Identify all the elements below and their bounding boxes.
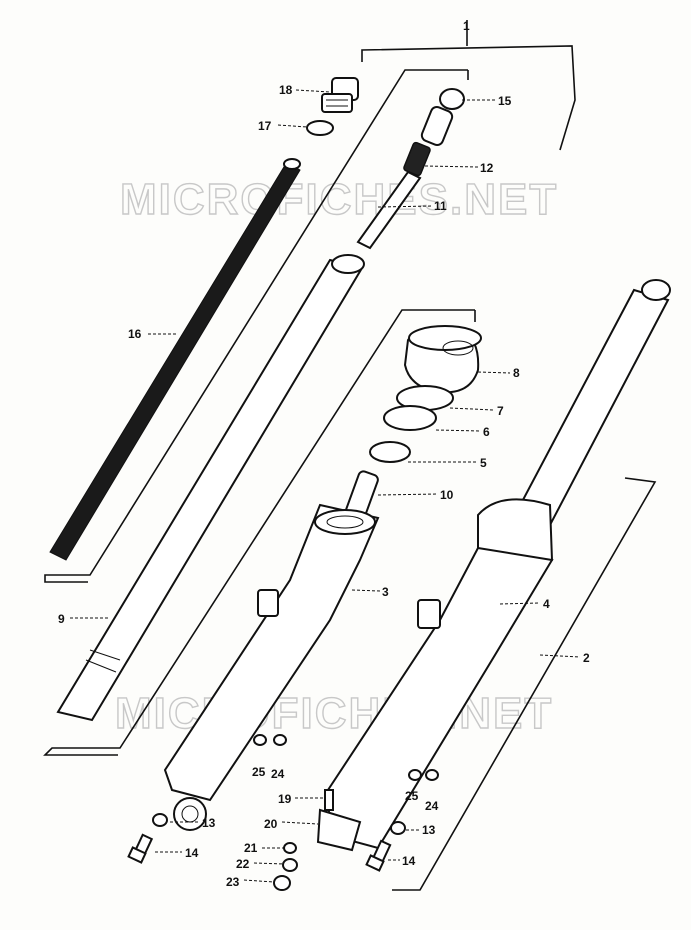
label-25-left: 25 — [252, 765, 266, 779]
label-5: 5 — [480, 456, 487, 470]
label-20: 20 — [264, 817, 278, 831]
part-21-washer — [283, 842, 297, 854]
part-19-stud — [324, 789, 334, 811]
label-2: 2 — [583, 651, 590, 665]
label-11: 11 — [434, 199, 447, 213]
label-7: 7 — [497, 404, 504, 418]
part-18-cap-bolt — [321, 77, 359, 113]
bracket-assembly-1 — [361, 20, 576, 151]
part-6-oil-seal — [383, 405, 437, 431]
part-13-gasket-right — [390, 821, 406, 835]
label-16: 16 — [128, 327, 142, 341]
part-22-spring-washer — [282, 858, 298, 872]
label-25-right: 25 — [405, 789, 419, 803]
part-13-gasket-left — [152, 813, 168, 827]
label-18: 18 — [279, 83, 293, 97]
part-17-o-ring — [306, 120, 334, 136]
label-23: 23 — [226, 875, 240, 889]
part-14-bolt-right — [365, 839, 392, 872]
label-14-right: 14 — [402, 854, 416, 868]
part-16-fork-spring — [49, 158, 301, 561]
label-12: 12 — [480, 161, 494, 175]
leader-lines — [70, 89, 581, 883]
label-24-right: 24 — [425, 799, 439, 813]
part-3-outer-tube-left — [163, 503, 380, 831]
label-8: 8 — [513, 366, 520, 380]
part-9-inner-tube — [56, 254, 365, 722]
part-15-cap — [439, 88, 465, 110]
label-21: 21 — [244, 841, 258, 855]
part-5-washer — [369, 441, 411, 463]
label-14-left: 14 — [185, 846, 199, 860]
label-15: 15 — [498, 94, 512, 108]
label-9: 9 — [58, 612, 65, 626]
label-13-right: 13 — [422, 823, 436, 837]
bracket-damper-group — [43, 309, 476, 756]
label-10: 10 — [440, 488, 454, 502]
part-23-nut — [273, 875, 291, 891]
part-labels: 1 18 17 15 12 11 16 8 7 6 5 10 3 4 2 9 2… — [58, 19, 590, 889]
label-17: 17 — [258, 119, 272, 133]
label-24-left: 24 — [271, 767, 285, 781]
watermark-top: MICROFICHES.NET — [120, 175, 558, 224]
part-25-24-washers-left — [253, 734, 287, 746]
part-25-24-washers-right — [408, 769, 439, 781]
label-19: 19 — [278, 792, 292, 806]
label-6: 6 — [483, 425, 490, 439]
watermark-bottom: MICROFICHES.NET — [115, 689, 553, 738]
label-4: 4 — [543, 597, 550, 611]
part-4-outer-tube-right — [316, 279, 671, 852]
bracket-assembly-2 — [392, 477, 657, 891]
label-13-left: 13 — [202, 816, 216, 830]
label-1: 1 — [463, 19, 470, 33]
part-8-dust-seal-cover — [403, 325, 482, 394]
bracket-inner-group — [44, 69, 469, 583]
label-22: 22 — [236, 857, 250, 871]
part-11-12-damper-rod — [356, 106, 454, 250]
label-3: 3 — [382, 585, 389, 599]
part-14-bolt-left — [127, 833, 154, 864]
